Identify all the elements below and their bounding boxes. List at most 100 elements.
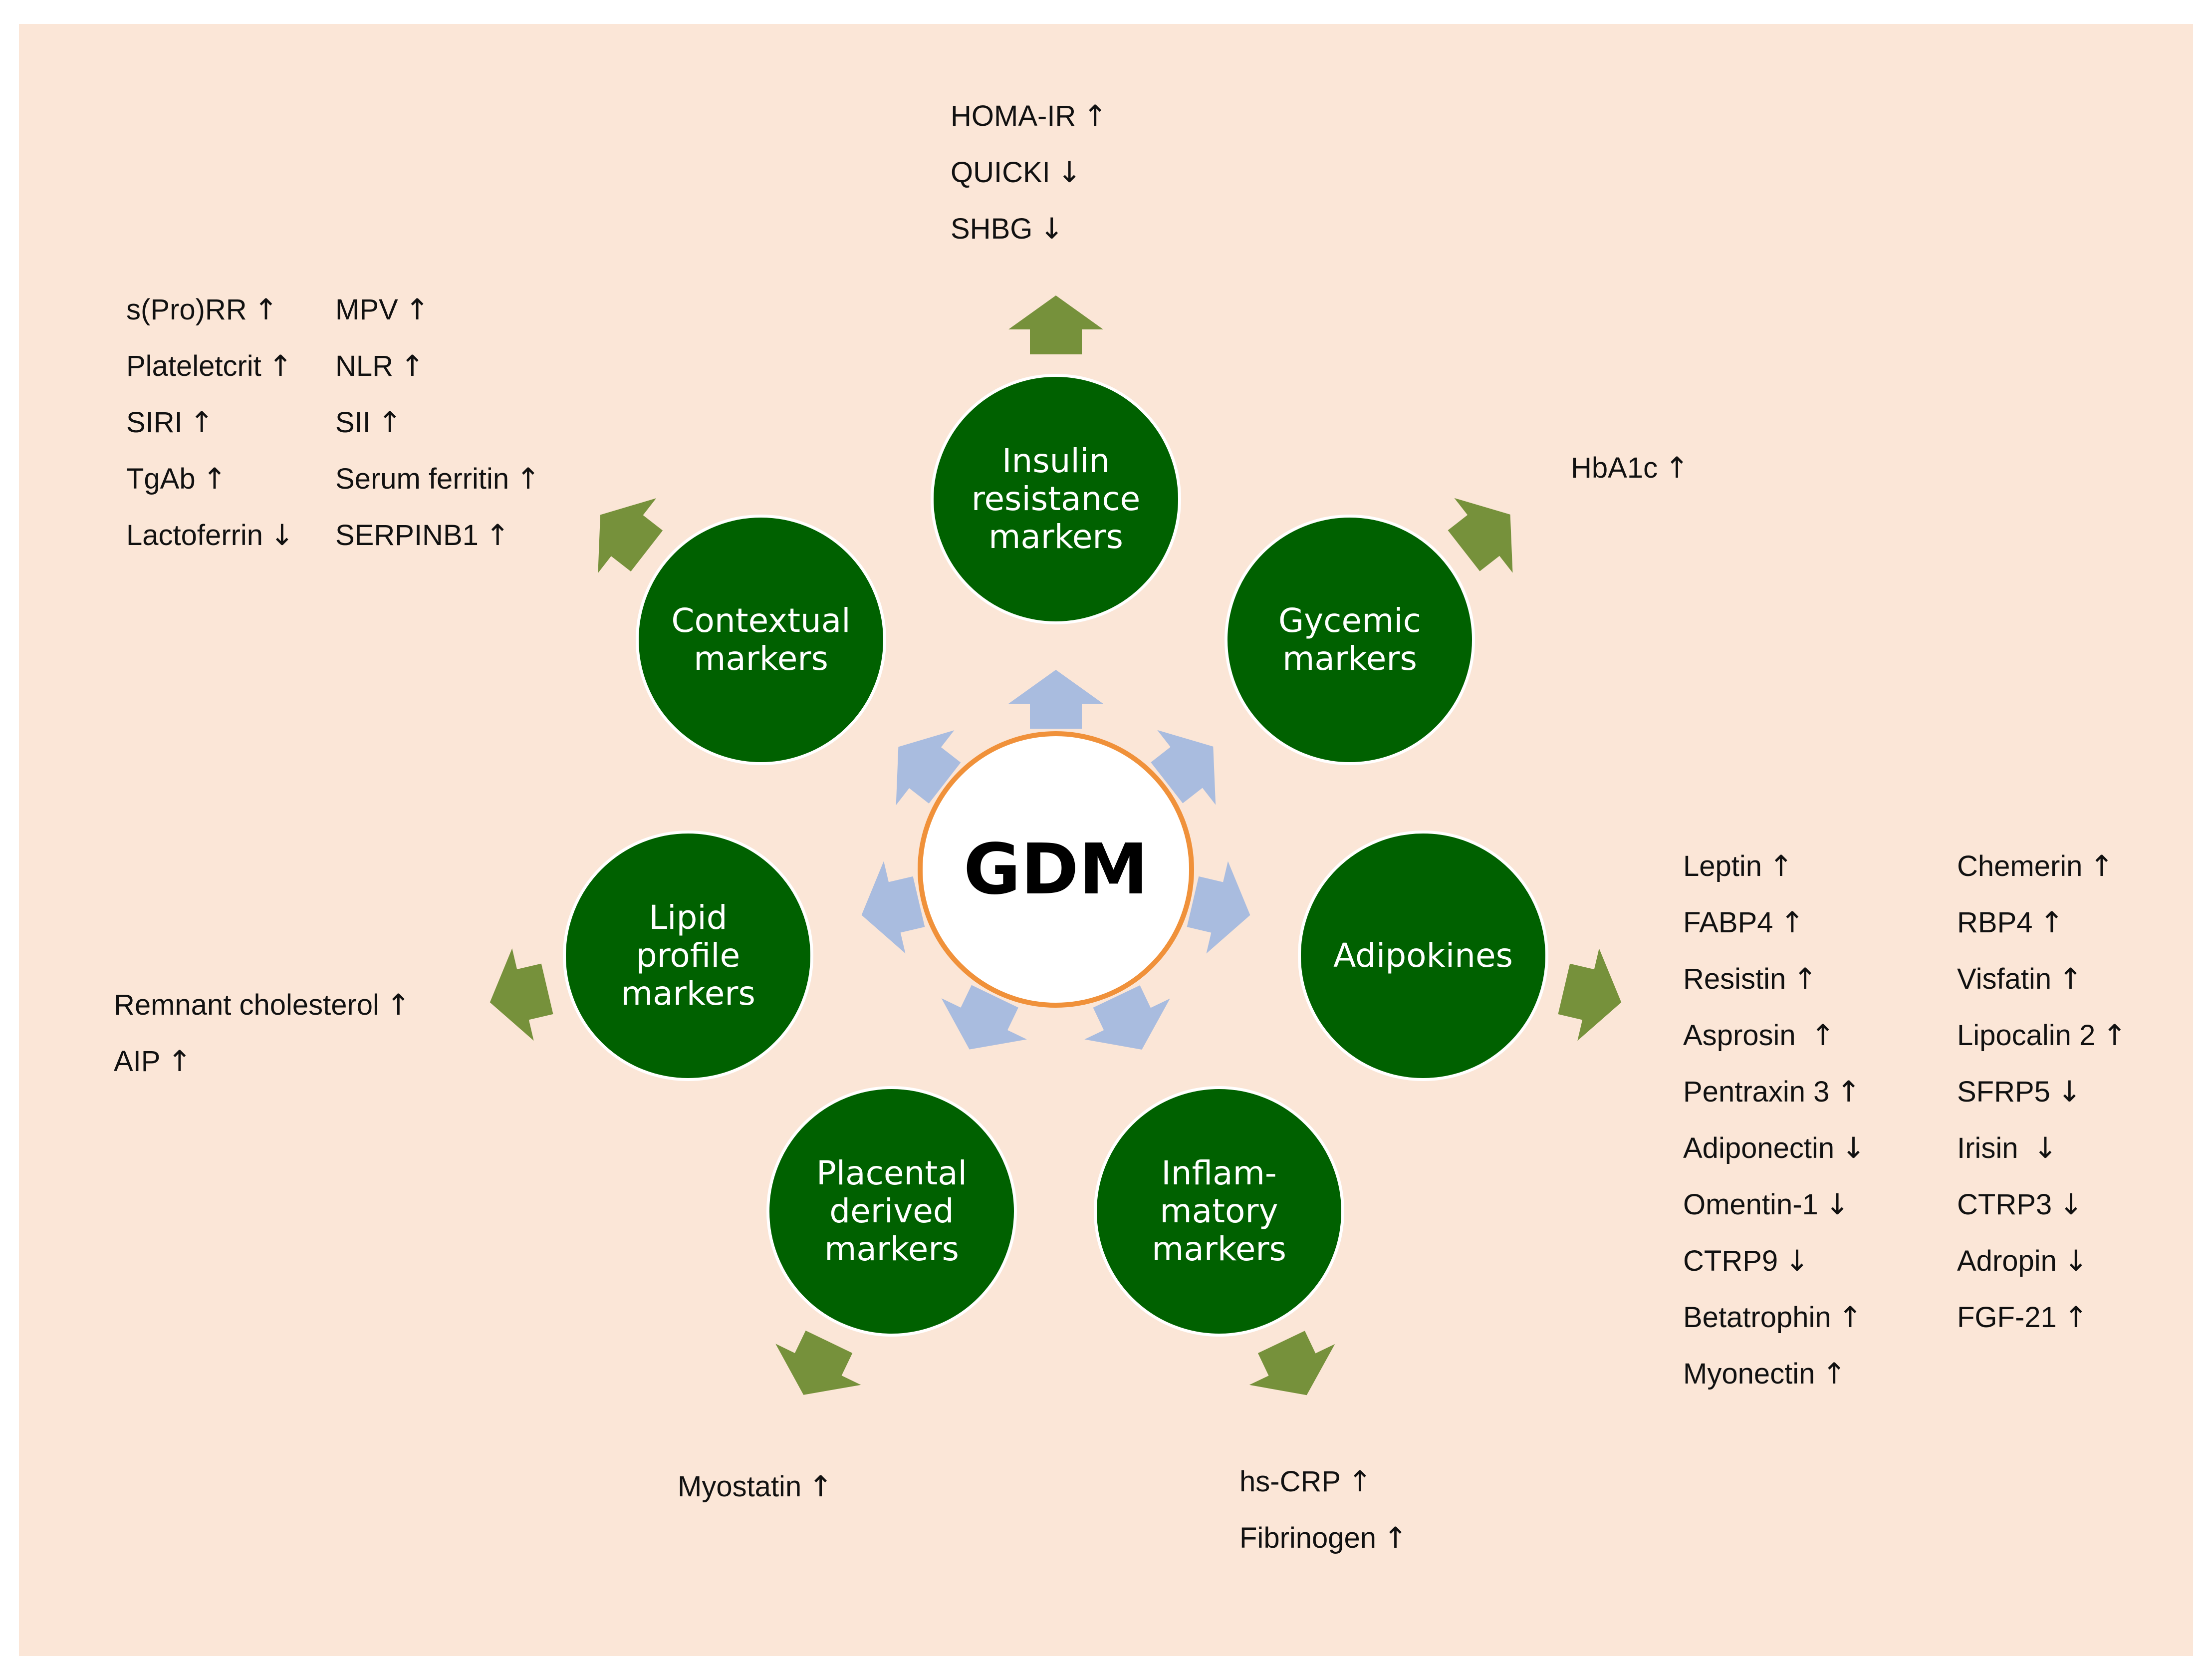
marker-item: Adropin↓	[1957, 1244, 2088, 1278]
node-label-inflammatory-line-0: Inflam-	[1161, 1154, 1276, 1192]
marker-name: Remnant cholesterol	[114, 989, 379, 1021]
marker-item: RBP4↑	[1957, 905, 2064, 939]
marker-name: Resistin	[1683, 963, 1786, 995]
outer-arrow-insulin	[1008, 295, 1103, 354]
arrow-up-icon: ↑	[405, 292, 430, 326]
marker-item: Omentin-1↓	[1683, 1187, 1849, 1221]
marker-name: Plateletcrit	[126, 350, 261, 382]
marker-name: Betatrophin	[1683, 1301, 1831, 1334]
marker-name: TgAb	[126, 463, 196, 495]
outer-arrow-placental	[775, 1330, 861, 1395]
marker-item: SHBG↓	[951, 212, 1064, 246]
arrow-up-icon: ↑	[1811, 1018, 1835, 1052]
marker-name: FGF-21	[1957, 1301, 2057, 1334]
marker-item: SIRI↑	[126, 405, 214, 439]
marker-item: hs-CRP↑	[1239, 1464, 1372, 1498]
node-label-placental-line-0: Placental	[816, 1154, 967, 1192]
marker-name: Pentraxin 3	[1683, 1076, 1829, 1108]
node-adipokines: Adipokines	[1298, 831, 1548, 1081]
gdm-circle	[918, 731, 1194, 1008]
outer-arrow-contextual	[598, 498, 663, 573]
marker-item: Lactoferrin↓	[126, 518, 294, 552]
marker-item: Adiponectin↓	[1683, 1131, 1866, 1165]
marker-name: SHBG	[951, 213, 1032, 245]
node-label-lipid-line-1: profile	[636, 936, 740, 975]
marker-name: Visfatin	[1957, 963, 2051, 995]
marker-name: SERPINB1	[335, 519, 479, 552]
inner-arrow-contextual	[896, 730, 961, 806]
marker-item: SII↑	[335, 405, 402, 439]
inner-arrow-glycemic	[1151, 730, 1216, 805]
arrow-up-icon: ↑	[1838, 1300, 1863, 1334]
arrow-down-icon: ↓	[2059, 1187, 2083, 1221]
gdm-center-node: GDM	[918, 731, 1194, 1008]
arrow-up-icon: ↑	[1836, 1075, 1861, 1109]
marker-name: QUICKI	[951, 156, 1050, 189]
marker-list-glycemic: HbA1c↑	[1571, 451, 1689, 485]
inner-arrow-adipokines	[1187, 861, 1250, 954]
arrow-up-icon: ↑	[516, 462, 540, 496]
marker-item: Resistin↑	[1683, 962, 1817, 996]
marker-list-contextual: s(Pro)RR↑Plateletcrit↑SIRI↑TgAb↑Lactofer…	[126, 292, 540, 552]
marker-name: Asprosin	[1683, 1019, 1804, 1052]
arrow-up-icon: ↑	[190, 405, 214, 439]
marker-item: FGF-21↑	[1957, 1300, 2088, 1334]
marker-item: QUICKI↓	[951, 155, 1081, 189]
marker-name: Lactoferrin	[126, 519, 263, 552]
node-circle-placental	[766, 1086, 1017, 1337]
arrow-down-icon: ↓	[1841, 1131, 1866, 1165]
node-label-lipid-line-0: Lipid	[649, 898, 727, 937]
arrow-up-icon: ↑	[386, 988, 411, 1022]
outer-arrow-lipid	[490, 948, 553, 1041]
node-circle-insulin	[931, 374, 1181, 624]
marker-item: Asprosin ↑	[1683, 1018, 1835, 1052]
marker-lists: HOMA-IR↑QUICKI↓SHBG↓HbA1c↑Leptin↑FABP4↑R…	[114, 99, 2127, 1555]
marker-name: Myonectin	[1683, 1358, 1815, 1390]
node-label-contextual-line-1: markers	[694, 639, 828, 678]
marker-item: Myostatin↑	[678, 1469, 833, 1503]
marker-item: MPV↑	[335, 292, 429, 326]
marker-item: Betatrophin↑	[1683, 1300, 1862, 1334]
arrow-up-icon: ↑	[2064, 1300, 2088, 1334]
marker-list-inflammatory: hs-CRP↑Fibrinogen↑	[1239, 1464, 1408, 1555]
marker-item: Pentraxin 3↑	[1683, 1075, 1861, 1109]
marker-item: HbA1c↑	[1571, 451, 1689, 485]
marker-list-adipokines: Leptin↑FABP4↑Resistin↑Asprosin ↑Pentraxi…	[1683, 849, 2127, 1391]
marker-item: Leptin↑	[1683, 849, 1793, 883]
marker-name: MPV	[335, 293, 398, 326]
marker-name: SII	[335, 406, 371, 439]
arrow-up-icon: ↑	[268, 349, 293, 383]
node-label-insulin-line-1: resistance	[972, 480, 1140, 518]
arrow-down-icon: ↓	[2057, 1075, 2082, 1109]
arrow-up-icon: ↑	[378, 405, 402, 439]
category-nodes: InsulinresistancemarkersGycemicmarkersAd…	[563, 374, 1548, 1337]
marker-name: Irisin	[1957, 1132, 2026, 1164]
node-circle-contextual	[636, 515, 886, 765]
marker-name: FABP4	[1683, 906, 1773, 939]
arrow-up-icon: ↑	[2089, 849, 2114, 883]
marker-name: RBP4	[1957, 906, 2033, 939]
node-label-inflammatory-line-1: matory	[1160, 1192, 1278, 1230]
arrow-up-icon: ↑	[1383, 1521, 1408, 1555]
outer-arrow-inflammatory	[1249, 1331, 1335, 1396]
marker-name: Omentin-1	[1683, 1188, 1818, 1221]
marker-item: SERPINB1↑	[335, 518, 510, 552]
inner-arrow-insulin	[1008, 670, 1103, 729]
marker-item: SFRP5↓	[1957, 1075, 2082, 1109]
marker-name: Adropin	[1957, 1245, 2057, 1277]
outer-arrow-glycemic	[1448, 498, 1513, 573]
marker-name: Lipocalin 2	[1957, 1019, 2095, 1052]
node-circle-lipid	[563, 831, 813, 1081]
marker-item: CTRP9↓	[1683, 1244, 1809, 1278]
arrow-up-icon: ↑	[486, 518, 510, 552]
arrow-up-icon: ↑	[168, 1044, 192, 1078]
marker-name: HbA1c	[1571, 452, 1658, 484]
arrow-up-icon: ↑	[1769, 849, 1793, 883]
arrow-up-icon: ↑	[1083, 99, 1107, 133]
marker-item: Chemerin↑	[1957, 849, 2114, 883]
